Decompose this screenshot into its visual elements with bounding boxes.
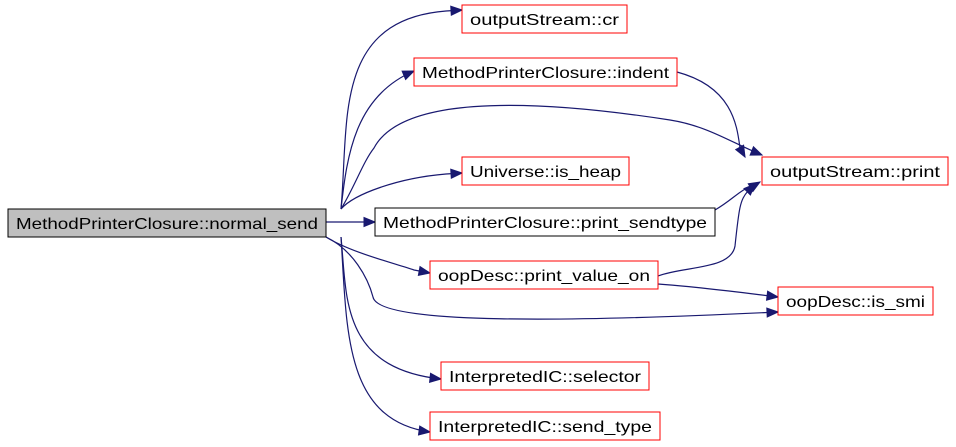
node-label: InterpretedIC::send_type [438,419,652,436]
arrowhead-normal_send-to-print [749,145,764,156]
node-label: Universe::is_heap [470,164,621,181]
arrowhead-normal_send-to-print_value_on [417,265,432,277]
node-box [429,411,661,441]
edge-indent-to-print [676,71,746,158]
edge-normal_send-to-cr [340,9,463,210]
node-label: MethodPrinterClosure::print_sendtype [383,215,707,232]
call-edges [325,5,780,436]
edge-normal_send-to-send_type [340,236,431,433]
node-label: outputStream::cr [470,12,620,29]
node-box [761,156,949,186]
node-label: outputStream::print [770,164,941,181]
node-print-value-on[interactable]: oopDesc::print_value_on [429,260,659,290]
node-selector[interactable]: InterpretedIC::selector [440,361,650,391]
edge-normal_send-to-indent [340,70,415,210]
node-cr[interactable]: outputStream::cr [461,4,628,34]
edge-normal_send-to-print [340,104,763,210]
node-box [429,260,659,290]
edge-normal_send-to-is_smi [325,236,779,320]
arrowhead-normal_send-to-indent [401,70,416,81]
edge-print_value_on-to-is_smi [657,283,779,298]
node-label: oopDesc::is_smi [786,294,925,311]
node-box [440,361,650,391]
arrowhead-print_value_on-to-print [743,183,756,196]
arrowhead-normal_send-to-cr [450,5,464,16]
arrowhead-normal_send-to-send_type [417,425,432,436]
call-nodes: MethodPrinterClosure::normal_send outputS… [7,4,949,441]
node-box [374,207,716,237]
node-label: InterpretedIC::selector [449,369,642,386]
arrowhead-normal_send-to-is_smi [766,307,780,318]
node-print[interactable]: outputStream::print [761,156,949,186]
edge-print_value_on-to-print [657,183,756,277]
node-label: oopDesc::print_value_on [438,268,650,285]
node-normal-send: MethodPrinterClosure::normal_send [7,208,327,238]
node-is-heap[interactable]: Universe::is_heap [461,156,630,186]
arrowhead-indent-to-print [734,144,746,159]
node-print-sendtype: MethodPrinterClosure::print_sendtype [374,207,716,237]
node-is-smi[interactable]: oopDesc::is_smi [777,286,934,316]
node-box [777,286,934,316]
edge-normal_send-to-selector [340,236,442,380]
node-label: MethodPrinterClosure::indent [422,65,670,82]
arrowhead-normal_send-to-print_sendtype [363,216,377,228]
edge-normal_send-to-is_heap [340,172,463,210]
node-indent[interactable]: MethodPrinterClosure::indent [413,57,678,87]
node-box [461,156,630,186]
arrowhead-print_value_on-to-is_smi [765,290,780,301]
node-box [413,57,678,87]
arrowhead-normal_send-to-selector [428,372,443,383]
node-send-type[interactable]: InterpretedIC::send_type [429,411,661,441]
node-box [7,208,327,238]
arrowhead-normal_send-to-is_heap [450,168,464,179]
node-label: MethodPrinterClosure::normal_send [16,216,318,233]
node-box [461,4,628,34]
